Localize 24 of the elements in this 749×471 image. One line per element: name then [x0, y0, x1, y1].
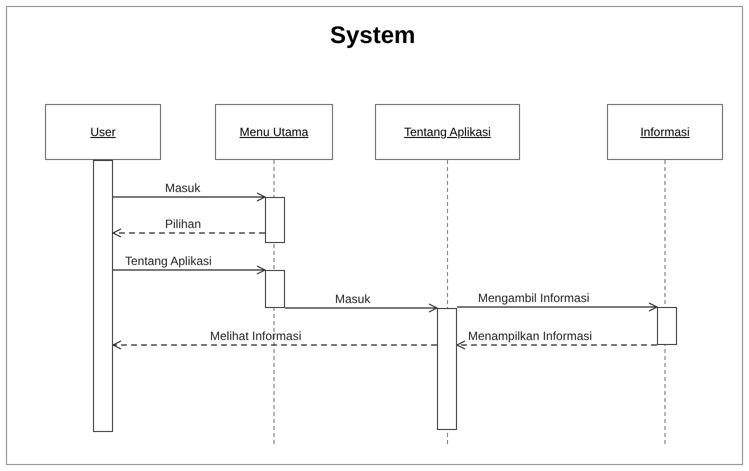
activation-bar — [265, 197, 285, 243]
activation-bar — [93, 160, 113, 432]
message-arrow — [285, 303, 438, 313]
edge-label: Pilihan — [165, 217, 202, 231]
message-arrow — [113, 265, 266, 275]
message-arrow — [113, 192, 266, 202]
edge-label: Mengambil Informasi — [478, 291, 590, 305]
message-arrow — [456, 340, 657, 350]
diagram-title: System — [330, 22, 416, 50]
edge-label: Masuk — [335, 292, 370, 306]
edge-label: Melihat Informasi — [210, 329, 302, 343]
edge-label: Tentang Aplikasi — [125, 254, 212, 268]
message-arrow — [112, 228, 265, 238]
lifeline-box: Menu Utama — [215, 104, 333, 160]
lifeline-box: User — [45, 104, 161, 160]
lifeline-box: Tentang Aplikasi — [375, 104, 520, 160]
edge-label: Masuk — [165, 181, 200, 195]
activation-bar — [437, 308, 457, 430]
activation-bar — [657, 307, 677, 345]
edge-label: Menampilkan Informasi — [468, 329, 592, 343]
lifeline-box: Informasi — [607, 104, 723, 160]
message-arrow — [112, 340, 437, 350]
activation-bar — [265, 270, 285, 308]
message-arrow — [457, 302, 658, 312]
